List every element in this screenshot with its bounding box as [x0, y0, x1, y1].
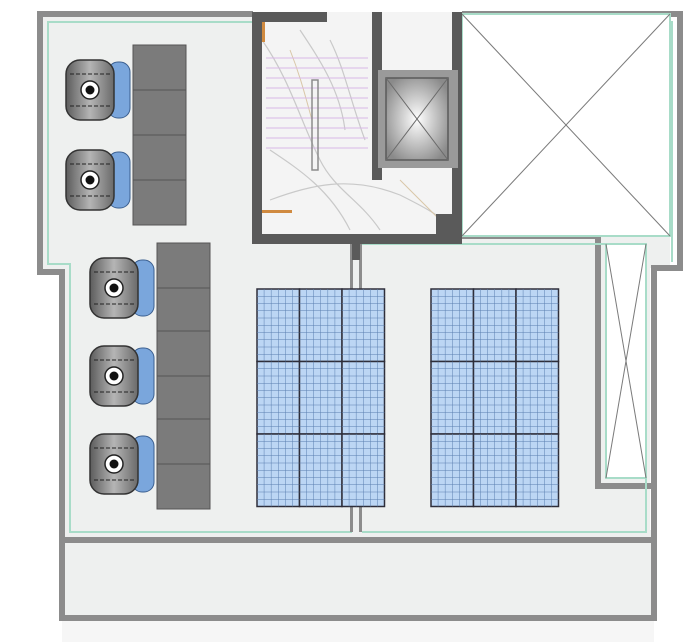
solar-panel-icon — [341, 433, 386, 508]
solar-panel-icon — [298, 433, 343, 508]
solar-panel-icon — [430, 288, 475, 363]
terrace-strip — [62, 618, 654, 642]
solar-panel-icon — [472, 433, 517, 508]
solar-panel-icon — [515, 360, 560, 435]
water-heater-icon — [89, 330, 211, 422]
solar-array — [430, 288, 560, 508]
void-opening-icon — [461, 13, 671, 479]
staircase-icon — [266, 57, 368, 149]
solar-array-group — [256, 288, 560, 508]
water-heater-icon — [89, 242, 211, 334]
water-heater-icon — [65, 44, 187, 136]
water-heater-icon — [65, 134, 187, 226]
solar-panel-icon — [256, 360, 301, 435]
water-heater-icon — [89, 418, 211, 510]
solar-panel-icon — [341, 288, 386, 363]
solar-panel-icon — [256, 433, 301, 508]
solar-panel-icon — [515, 433, 560, 508]
solar-panel-icon — [256, 288, 301, 363]
solar-panel-icon — [341, 360, 386, 435]
water-heater-group — [65, 44, 211, 510]
solar-panel-icon — [430, 360, 475, 435]
solar-panel-icon — [298, 288, 343, 363]
solar-panel-icon — [472, 288, 517, 363]
solar-array — [256, 288, 386, 508]
elevator-shaft-icon — [378, 70, 458, 168]
solar-panel-icon — [515, 288, 560, 363]
solar-panel-icon — [472, 360, 517, 435]
solar-panel-icon — [298, 360, 343, 435]
terrace-floor — [62, 530, 654, 618]
solar-panel-icon — [430, 433, 475, 508]
